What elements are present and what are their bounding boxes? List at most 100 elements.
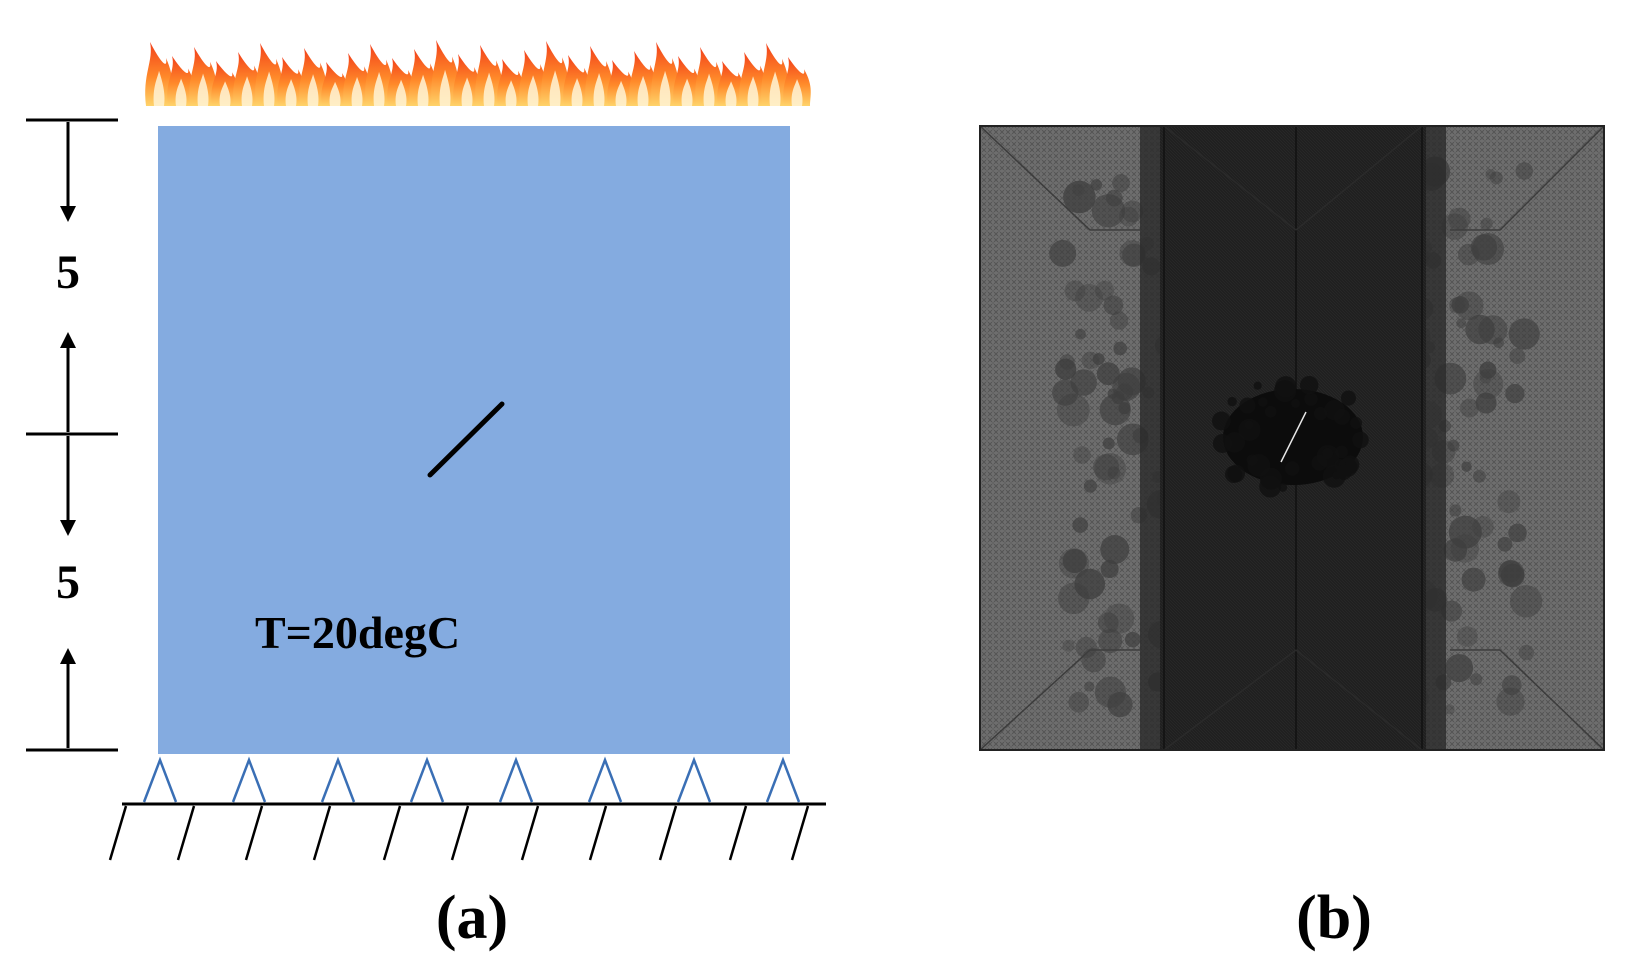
mesh-cluster [1497,560,1525,587]
flame-core-icon [241,76,253,106]
mesh-cluster [1081,647,1106,673]
refinement-speck [1239,397,1256,414]
mesh-cluster [1456,626,1478,647]
mesh-cluster [1070,369,1097,396]
mesh-cluster [1093,454,1120,481]
pin-support-icon [142,756,178,803]
hatch-mark [450,805,470,861]
dimension-label-upper: 5 [56,246,80,299]
mesh-cluster [1092,353,1105,365]
refinement-speck [1333,408,1351,425]
mesh-cluster [1062,548,1087,573]
mesh-cluster [1119,240,1146,267]
mesh-cluster [1112,174,1130,192]
mesh-cluster [1443,538,1468,562]
mesh-cluster [1117,367,1146,396]
refinement-speck [1299,375,1319,395]
pin-support-icon [587,756,623,803]
flame-core-icon [703,73,715,106]
temperature-label: T=20degC [255,607,460,658]
flame-core-icon [681,78,693,106]
flame-core-icon [747,76,759,106]
plate-domain [158,126,790,754]
mesh-cluster [1103,603,1135,634]
mesh-cluster [1441,600,1463,622]
mesh-cluster [1100,559,1119,579]
mesh-cluster [1508,523,1527,543]
mesh-cluster [1094,453,1126,485]
mesh-cluster [1094,280,1115,301]
panel-a: T=20degC 5 5 (a) [26,40,826,952]
mesh-cluster [1447,439,1460,452]
flame-core-icon [263,71,275,106]
mesh-crack [1280,411,1307,463]
mesh-cluster [1073,446,1091,464]
mesh-cluster [1063,180,1096,214]
mesh-cluster [1074,568,1106,600]
mesh-cluster [1449,504,1462,517]
hatch-mark [658,805,678,861]
mesh-cluster [1444,704,1455,715]
flame-core-icon [197,73,209,106]
mesh-cluster [1445,654,1474,683]
refinement-speck [1224,431,1246,453]
flame-core-icon [659,70,671,106]
mesh-plot [979,125,1605,751]
flame-core-icon [527,75,539,106]
mesh-cluster [1465,314,1495,345]
mesh-cluster [1124,631,1141,648]
mesh-cluster [1461,461,1472,472]
flame-core-icon [395,79,407,106]
ground-hatch-icon [108,805,810,861]
mesh-cluster [1509,348,1526,364]
flame-core-icon [153,70,165,106]
mesh-cluster [1441,213,1469,240]
mesh-cluster [1058,582,1090,615]
refinement-speck [1291,398,1301,408]
refinement-speck [1278,482,1288,492]
mesh-cluster [1475,392,1497,414]
mesh-cluster [1113,341,1128,356]
pin-support-icon [498,756,534,803]
refinement-speck [1224,465,1243,484]
inclined-crack [427,401,505,478]
mesh-cluster [1456,318,1467,329]
hatch-mark [176,805,196,861]
refinement-speck [1211,411,1231,431]
mesh-cluster [1473,368,1504,400]
hatch-mark [382,805,402,861]
mesh-cluster [1508,318,1540,350]
flame-core-icon [725,81,737,106]
caption-a: (a) [436,884,508,952]
mesh-border [979,125,1605,751]
flame-core-icon [769,71,781,106]
mesh-cluster [1103,295,1124,316]
flame-core-icon [307,74,319,106]
flame-core-icon [351,76,363,106]
mesh-cluster [1072,184,1085,197]
refinement-speck [1244,420,1254,430]
mesh-cluster [1075,328,1086,340]
flame-core-icon [791,79,803,106]
refinement-speck [1352,431,1369,449]
flame-core-icon [505,80,517,106]
dimension-annotation [26,118,118,752]
mesh-cluster [1099,394,1131,426]
mesh-cluster [1505,384,1525,404]
flame-core-icon [219,81,231,106]
hatch-mark [588,805,608,861]
hatch-mark [244,805,264,861]
flame-core-icon [571,77,583,106]
mesh-cluster [1096,362,1120,386]
caption-b: (b) [1296,884,1372,952]
mesh-cluster [1470,673,1483,686]
mesh-cluster [1449,297,1465,314]
mesh-cluster [1109,311,1129,330]
refinement-speck [1238,418,1261,441]
refinement-speck [1284,461,1300,476]
mesh-cluster [1497,490,1521,514]
dimension-label-lower: 5 [56,556,80,609]
mesh-cluster [1084,681,1095,692]
mesh-cluster [1102,437,1115,450]
